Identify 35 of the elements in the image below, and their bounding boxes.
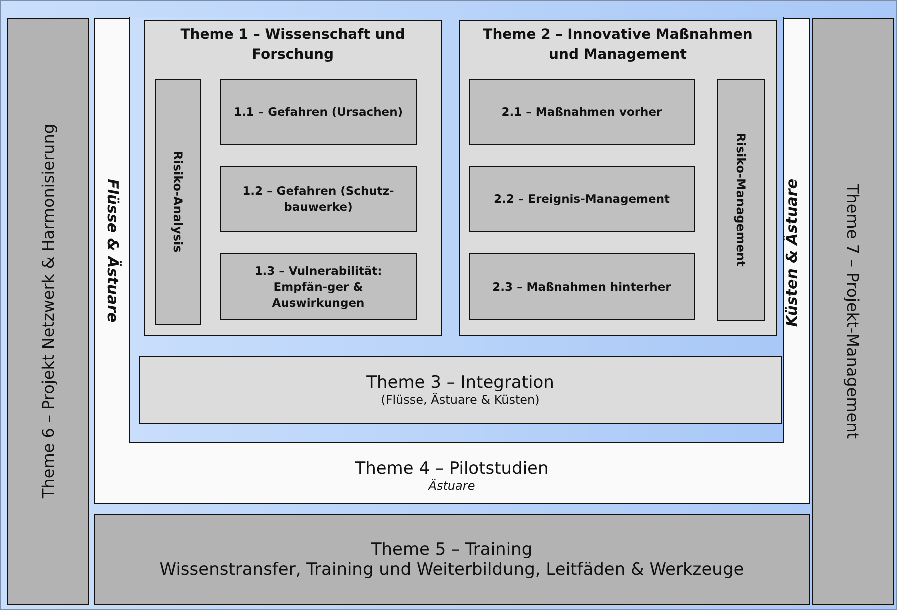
theme-panel [144, 20, 442, 336]
side-bar [155, 79, 201, 325]
side-bar-label: Risiko-Analysis [171, 151, 185, 253]
theme-title: Theme 7 – Projekt-Management [844, 184, 862, 439]
subtopic-box [220, 166, 417, 232]
theme-panel [459, 20, 777, 336]
subtopic-box [220, 253, 417, 320]
side-bar-label: Risiko-Management [734, 133, 748, 267]
subtopic-label: 1.3 – Vulnerabilität: Empfän-ger & Auswirkungen [254, 262, 384, 310]
subtopic-box [469, 253, 695, 320]
subtopic-label: 2.3 – Maßnahmen hinterher [492, 278, 672, 294]
theme-title: Theme 4 – Pilotstudien [355, 459, 549, 479]
subtopic-label: 2.2 – Ereignis-Management [492, 191, 672, 207]
subtopic-label: 1.2 – Gefahren (Schutz-bauwerke) [242, 183, 396, 215]
theme-title: Theme 6 – Projekt Netzwerk & Harmonisierung [38, 124, 58, 499]
theme-title: Theme 1 – Wissenschaft und Forschung [180, 26, 406, 65]
theme-panel [139, 356, 782, 424]
theme-subtitle: Ästuare [428, 479, 476, 493]
theme-subtitle: (Flüsse, Ästuare & Küsten) [381, 393, 540, 407]
strip-label: Flüsse & Ästuare [104, 179, 122, 323]
side-bar [717, 79, 765, 321]
subtopic-box [469, 79, 695, 145]
subtopic-label: 2.1 – Maßnahmen vorher [500, 104, 664, 120]
theme-panel [7, 18, 89, 605]
subtopic-box [220, 79, 417, 145]
theme-panel [812, 18, 894, 605]
theme-title: Theme 3 – Integration [366, 373, 554, 393]
subtopic-label: 1.1 – Gefahren (Ursachen) [232, 104, 404, 120]
theme-subtitle: Wissenstransfer, Training und Weiterbildung, Leitfäden & Werkzeuge [160, 560, 744, 580]
theme-title: Theme 2 – Innovative Maßnahmen und Management [482, 26, 754, 65]
subtopic-box [469, 166, 695, 232]
theme-title: Theme 5 – Training [371, 540, 533, 560]
theme-panel [94, 514, 810, 605]
theme-panel [94, 18, 810, 504]
strip-label: Küsten & Ästuare [783, 179, 801, 328]
